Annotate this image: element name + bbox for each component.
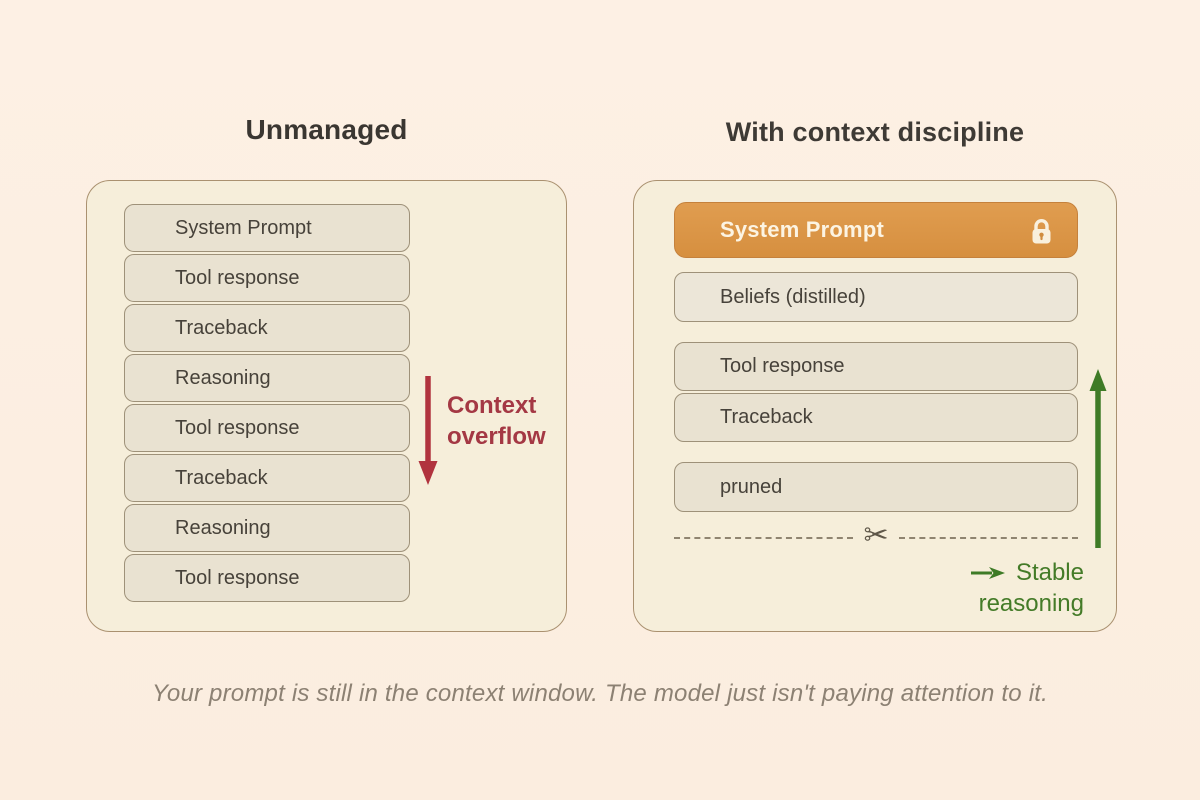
right-column-title: With context discipline (725, 117, 1025, 147)
context-item-pruned: pruned (674, 462, 1078, 512)
context-item-reasoning: Reasoning (124, 354, 410, 402)
context-overflow-line2: overflow (447, 423, 546, 450)
context-overflow-down-arrow-icon (418, 376, 438, 485)
cut-dash-left (674, 537, 854, 539)
stable-reasoning-line1: Stable (969, 557, 1084, 588)
stable-reasoning-up-arrow-icon (1089, 369, 1107, 548)
caption: Your prompt is still in the context wind… (152, 680, 1048, 707)
left-column-title: Unmanaged (245, 114, 408, 145)
system-prompt-pinned-box: System Prompt (674, 202, 1078, 258)
context-item-system-prompt: System Prompt (124, 204, 410, 252)
context-item-traceback: Traceback (124, 454, 410, 502)
context-item-tool-response: Tool response (674, 342, 1078, 391)
context-item-label: Traceback (175, 466, 268, 489)
context-overflow-label: Context overflow (447, 390, 546, 452)
system-prompt-label: System Prompt (720, 217, 884, 242)
context-item-traceback: Traceback (674, 393, 1078, 442)
prune-cut-line: ✂ (674, 519, 1079, 553)
context-overflow-line1: Context (447, 392, 537, 419)
context-item-label: System Prompt (175, 216, 312, 239)
context-item-beliefs: Beliefs (distilled) (674, 272, 1078, 322)
stable-reasoning-line2: reasoning (978, 590, 1084, 617)
stable-reasoning-label: Stable reasoning (969, 557, 1084, 619)
context-item-label: Reasoning (175, 516, 271, 539)
context-item-label: Reasoning (175, 366, 271, 389)
green-right-arrow-icon (970, 566, 1005, 579)
unmanaged-panel: System Prompt Tool response Traceback Re… (86, 180, 567, 632)
context-item-label: pruned (720, 475, 783, 498)
context-discipline-panel: System Prompt Beliefs (distilled) Tool r… (633, 180, 1117, 632)
context-item-label: Tool response (720, 355, 845, 377)
context-item-label: Tool response (175, 566, 300, 589)
context-item-label: Traceback (175, 316, 268, 339)
context-item-tool-response: Tool response (124, 404, 410, 452)
context-item-label: Tool response (175, 416, 300, 439)
context-item-label: Tool response (175, 266, 300, 289)
context-item-label: Traceback (720, 406, 813, 428)
stable-word: Stable (1015, 559, 1084, 586)
unmanaged-context-stack: System Prompt Tool response Traceback Re… (124, 204, 410, 604)
context-item-label: Beliefs (distilled) (720, 285, 866, 308)
cut-dash-right (898, 537, 1079, 539)
context-item-reasoning: Reasoning (124, 504, 410, 552)
scissors-icon: ✂ (863, 519, 889, 552)
lock-icon (1032, 219, 1051, 244)
context-item-traceback: Traceback (124, 304, 410, 352)
context-item-tool-response: Tool response (124, 254, 410, 302)
context-item-tool-response: Tool response (124, 554, 410, 602)
